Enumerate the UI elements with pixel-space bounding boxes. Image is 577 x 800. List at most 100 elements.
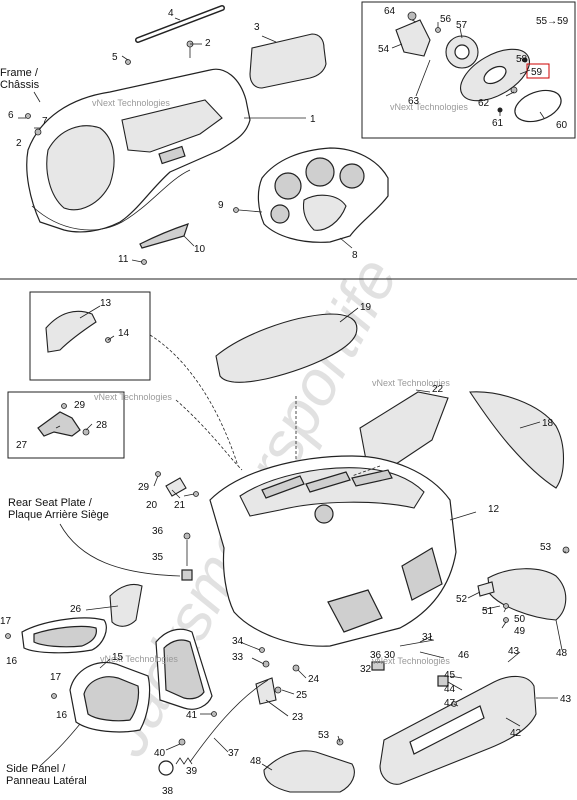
callout-27: 27 <box>16 440 28 451</box>
washer-part-25 <box>274 686 282 694</box>
panel-part-18 <box>469 391 564 489</box>
nut-part-21 <box>193 491 199 497</box>
callout-55-59: 55→59 <box>536 16 569 27</box>
cushion-part-19 <box>215 313 358 383</box>
callout-17-b: 17 <box>50 672 62 683</box>
callout-45: 45 <box>444 670 456 681</box>
guide-1 <box>175 399 243 471</box>
callout-7: 7 <box>42 116 48 127</box>
screw-part-36 <box>183 532 191 540</box>
inset-box-27 <box>7 391 125 459</box>
watermark-5: vNext Technologies <box>100 654 178 664</box>
callout-59: 59 <box>531 67 543 78</box>
tail-part-48-right <box>487 568 567 621</box>
callout-40: 40 <box>154 748 166 759</box>
callout-56: 56 <box>440 14 452 25</box>
fairing-left-lobe <box>46 125 115 211</box>
trim-part-26 <box>109 583 143 627</box>
inset-parts: vNext Technologies <box>390 11 562 123</box>
gauge-hole-lower <box>270 204 290 224</box>
screw-part-2-left <box>34 128 42 136</box>
screw-part-29 <box>155 471 161 477</box>
callout-39: 39 <box>186 766 198 777</box>
window-part-22 <box>359 391 449 469</box>
callout-50: 50 <box>514 614 526 625</box>
grommet-part-28 <box>82 428 90 436</box>
callout-47: 47 <box>444 698 456 709</box>
label-frame-line2: Châssis <box>0 79 40 91</box>
frame-part-15-inner <box>83 676 140 722</box>
pad-part-3 <box>249 33 327 89</box>
callout-43-a: 43 <box>508 646 520 657</box>
ring-part-38 <box>158 760 174 776</box>
leader-lines <box>18 17 566 771</box>
callout-60: 60 <box>556 120 568 131</box>
callout-57: 57 <box>456 20 468 31</box>
ring-part-57-inner <box>454 44 470 60</box>
callout-18: 18 <box>542 418 554 429</box>
callout-36: 36 <box>152 526 164 537</box>
fairing-slot <box>158 145 186 165</box>
callout-38: 38 <box>162 786 174 797</box>
label-side-panel-line1: Side Panel / <box>6 763 66 775</box>
lens-part-60 <box>514 89 562 123</box>
callout-24: 24 <box>308 674 320 685</box>
watermark-6: vNext Technologies <box>372 656 450 666</box>
bracket-part-20 <box>165 477 187 497</box>
callout-13: 13 <box>100 298 112 309</box>
spacer-part-35 <box>181 569 193 581</box>
inset-box-13 <box>29 291 151 381</box>
callout-61: 61 <box>492 118 504 129</box>
gauge-center-cutout <box>302 194 347 231</box>
callout-37: 37 <box>228 748 240 759</box>
callout-16-b: 16 <box>56 710 68 721</box>
callout-22: 22 <box>432 384 444 395</box>
clip-part-40 <box>178 738 186 746</box>
label-rear-seat-line2: Plaque Arrière Siège <box>8 509 109 521</box>
callout-20: 20 <box>146 500 158 511</box>
callout-53-bottom: 53 <box>318 730 330 741</box>
callout-29: 29 <box>138 482 150 493</box>
callout-14: 14 <box>118 328 130 339</box>
guide-4 <box>149 334 239 467</box>
knob-part-64 <box>407 11 417 21</box>
bracket-part-32 <box>371 661 385 671</box>
callout-42: 42 <box>510 728 522 739</box>
screw-part-29-top <box>61 403 67 409</box>
leader-rear-seat <box>59 523 181 577</box>
callout-21: 21 <box>174 500 186 511</box>
callout-9: 9 <box>218 200 224 211</box>
callout-28: 28 <box>96 420 108 431</box>
callout-41: 41 <box>186 710 198 721</box>
cable-part-37 <box>189 679 269 763</box>
callout-49: 49 <box>514 626 526 637</box>
callout-43-b: 43 <box>560 694 572 705</box>
rod-part-31 <box>399 639 435 647</box>
callout-54: 54 <box>378 44 390 55</box>
fairing-center-recess <box>121 99 223 153</box>
screw-part-56 <box>435 27 441 33</box>
clip-part-41 <box>211 711 217 717</box>
part-27 <box>37 411 81 437</box>
plate-part-59-hub <box>483 65 507 85</box>
callout-58: 58 <box>516 54 528 65</box>
nut-part-24 <box>292 664 300 672</box>
callout-34: 34 <box>232 636 244 647</box>
callout-46: 46 <box>458 650 470 661</box>
gauge-hole-left <box>274 172 302 200</box>
vent-slot-1 <box>261 475 305 499</box>
callout-51: 51 <box>482 606 494 617</box>
body-side-window-right <box>401 547 443 601</box>
washer-part-33 <box>262 660 270 668</box>
lever-part-46 <box>419 651 445 659</box>
gauge-hole-right <box>339 163 365 189</box>
callout-48-bottom: 48 <box>250 756 262 767</box>
tail-part-48-bottom <box>263 750 355 793</box>
panel-part-42-slot <box>409 705 485 755</box>
frame-part-16-right-inner <box>163 639 205 700</box>
callout-19: 19 <box>360 302 372 313</box>
callout-25: 25 <box>296 690 308 701</box>
callout-48-right: 48 <box>556 648 568 659</box>
callout-35: 35 <box>152 552 164 563</box>
frame-part-16-left-inner <box>33 625 97 648</box>
